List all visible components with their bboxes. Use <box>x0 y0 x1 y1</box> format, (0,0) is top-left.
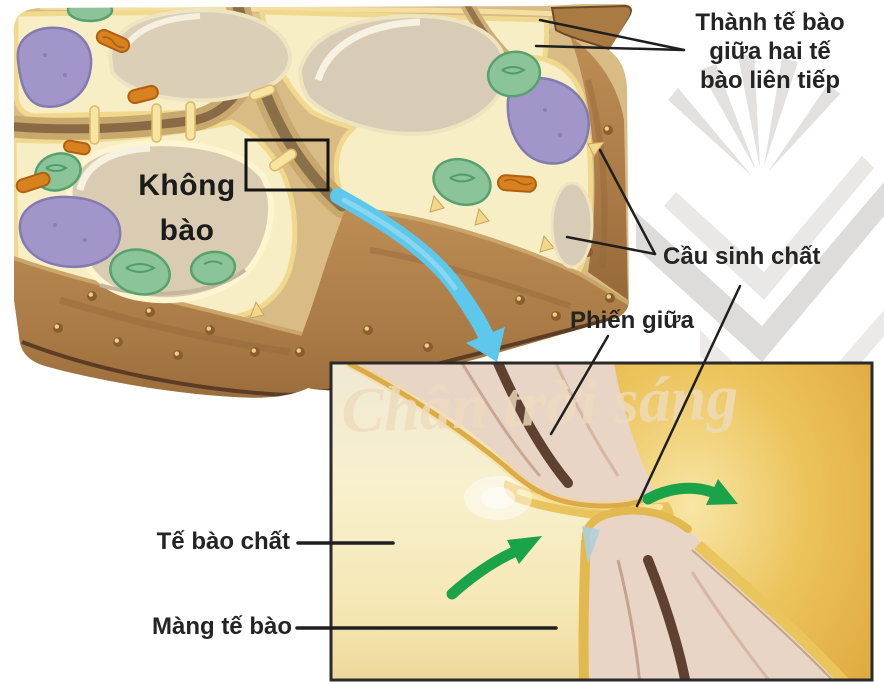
publisher-logo-watermark <box>636 54 884 446</box>
plasmodesma-target-1 <box>587 141 606 157</box>
inset-wall-band-upper <box>345 363 654 511</box>
flow-arrow-left <box>446 546 520 600</box>
chloroplast <box>66 4 114 23</box>
line-cell-wall-1 <box>538 18 686 52</box>
nuclei <box>16 26 590 268</box>
plasmodesmata-strands <box>89 84 297 172</box>
plasmodesma-in-box <box>269 148 297 172</box>
inset-border <box>329 361 874 682</box>
vacuole-cell-d <box>550 181 594 269</box>
channel-blue-shard <box>582 526 600 564</box>
line-cell-wall-2 <box>534 44 686 52</box>
label-cell-wall-line3: bào liên tiếp <box>699 67 840 94</box>
nucleus-cell-a <box>16 26 93 108</box>
flow-arrow-right <box>642 482 718 505</box>
label-cytoplasm: Tế bào chất <box>156 528 290 555</box>
inset-magnified-view: Chân trời sáng <box>331 361 872 680</box>
vacuole-cell-a <box>107 7 293 103</box>
zoom-arrow-icon <box>330 188 505 362</box>
plant-cells-illustration <box>13 4 632 398</box>
inset-cell-right-gold <box>614 363 872 680</box>
right-wall-band <box>570 36 628 300</box>
membrane-edge-upper <box>347 363 644 509</box>
label-cell-wall-line2: giữa hai tế <box>709 38 831 65</box>
middle-lamella-line-upper <box>493 363 573 488</box>
vacuole-cell-c <box>297 13 509 136</box>
label-plasmodesmata: Cầu sinh chất <box>663 243 821 270</box>
middle-lamella-line-lower <box>643 555 691 680</box>
nucleus-cell-b <box>18 195 122 268</box>
flow-arrows <box>446 479 738 600</box>
label-cell-membrane: Màng tế bào <box>151 613 292 640</box>
zoom-region-box <box>244 138 330 192</box>
vacuoles <box>66 7 594 304</box>
mitochondria <box>15 28 537 194</box>
label-vacuole: Không bào <box>138 169 236 247</box>
membrane-edge-lower-right <box>694 540 849 680</box>
line-plasmodesmata-2 <box>565 235 657 256</box>
membrane-edge-lower-left <box>578 539 591 680</box>
label-cell-wall: Thành tế bào giữa hai tế bào liên tiếp <box>688 8 852 95</box>
line-middle-lamella <box>549 334 610 436</box>
label-middle-lamella: Phiến giữa <box>569 307 695 334</box>
watermark-text: Chân trời sáng <box>340 361 739 446</box>
label-pointer-lines <box>295 18 742 630</box>
label-cell-wall-line1: Thành tế bào <box>695 9 845 36</box>
line-plasmodesmata-1 <box>598 148 657 256</box>
inset-wall-band-lower <box>578 506 849 680</box>
line-plasmodesmata-3 <box>635 284 742 508</box>
